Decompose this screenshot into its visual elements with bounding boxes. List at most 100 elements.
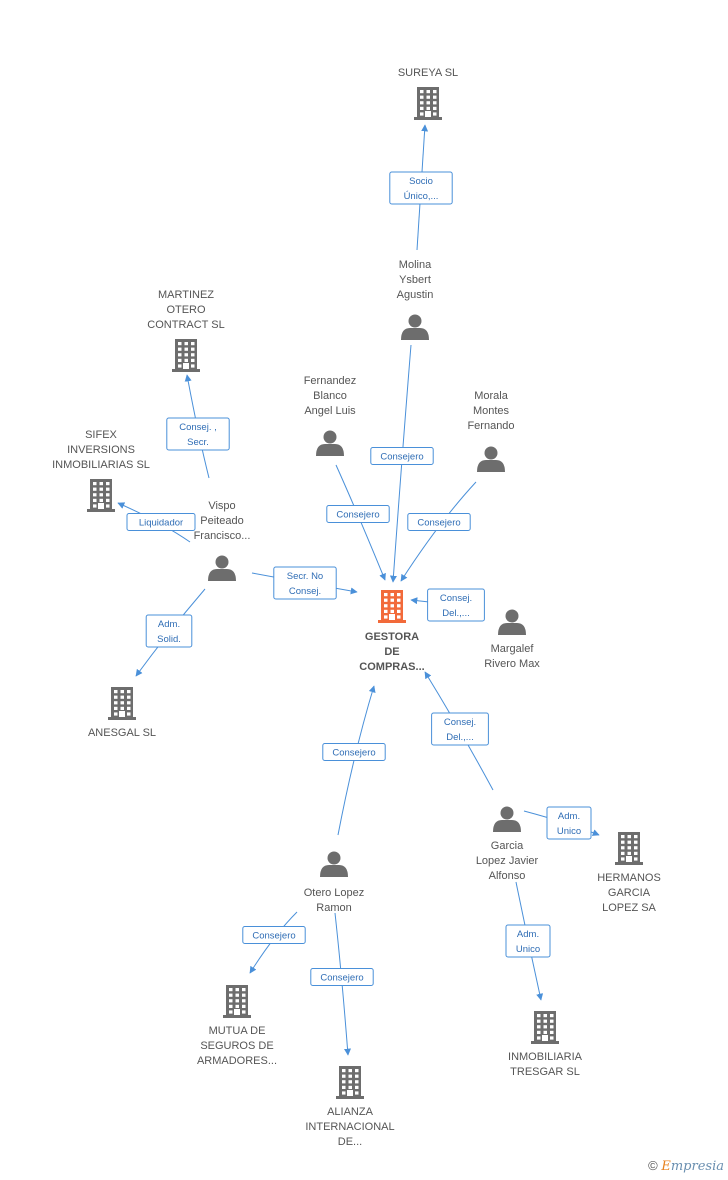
edge-label-text: Consej. xyxy=(289,586,321,597)
node-label: Montes xyxy=(473,405,510,417)
edge-fernandez-to-gestora: Consejero xyxy=(326,464,390,581)
edge-label-box[interactable] xyxy=(166,417,230,451)
building-icon xyxy=(87,479,115,512)
node-label: DE xyxy=(384,646,399,658)
person-icon xyxy=(320,851,348,877)
node-label: Molina xyxy=(399,259,432,271)
node-label: COMPRAS... xyxy=(359,661,424,673)
node-label: Fernandez xyxy=(304,375,357,387)
node-label: Peiteado xyxy=(200,515,243,527)
edge-line xyxy=(400,481,477,582)
node-mutua[interactable]: MUTUA DE SEGUROS DE ARMADORES... xyxy=(197,985,277,1067)
node-label: SEGUROS DE xyxy=(200,1040,273,1052)
brand-name: mpresia xyxy=(670,1159,724,1174)
node-label: HERMANOS xyxy=(597,872,661,884)
building-icon xyxy=(172,339,200,372)
person-icon xyxy=(208,555,236,581)
edge-label-box[interactable] xyxy=(145,614,193,648)
edge-label-box[interactable] xyxy=(427,588,485,622)
edge-label-box[interactable] xyxy=(407,513,471,531)
edge-label-box[interactable] xyxy=(322,743,386,761)
edge-label-text: Socio xyxy=(409,176,433,187)
edge-label-text: Unico xyxy=(557,826,581,837)
node-label: Fernando xyxy=(467,420,514,432)
edge-vispo-to-anesgal: Adm.Solid. xyxy=(135,588,206,677)
node-label: ARMADORES... xyxy=(197,1055,277,1067)
node-anesgal[interactable]: ANESGAL SL xyxy=(88,687,156,739)
edge-label-box[interactable] xyxy=(431,712,489,746)
edge-label-box[interactable] xyxy=(310,968,374,986)
footer-brand: © Empresia xyxy=(648,1158,724,1174)
node-label: Morala xyxy=(474,390,509,402)
edge-garcia-to-hermanos: Adm. Unico xyxy=(523,806,600,840)
node-label: OTERO xyxy=(166,304,206,316)
edge-garcia-to-inmobiliaria: Adm.Unico xyxy=(505,881,551,1001)
node-label: Otero Lopez xyxy=(304,887,365,899)
edge-vispo-to-martinez: Consej. ,Secr. xyxy=(166,374,230,479)
node-label: SIFEX xyxy=(85,429,117,441)
node-label: MUTUA DE xyxy=(209,1025,266,1037)
edge-label-box[interactable] xyxy=(546,806,592,840)
edge-label-text: Consejero xyxy=(252,931,295,942)
edge-label-box[interactable] xyxy=(505,924,551,958)
edge-label-text: Adm. xyxy=(517,929,539,940)
node-label: MARTINEZ xyxy=(158,289,214,301)
edge-label-text: Consejero xyxy=(336,510,379,521)
node-gestora[interactable]: GESTORADECOMPRAS... xyxy=(359,590,425,673)
edge-label-text: Único,... xyxy=(404,191,439,202)
edge-label-text: Consejero xyxy=(380,452,423,463)
node-martinez[interactable]: MARTINEZ OTERO CONTRACT SL xyxy=(147,289,225,372)
edge-label-text: Consejero xyxy=(320,973,363,984)
edge-label-text: Consej. xyxy=(444,717,476,728)
edge-label-box[interactable] xyxy=(273,566,337,600)
edge-label-text: Consej. , xyxy=(179,422,217,433)
edge-otero-to-mutua: Consejero xyxy=(242,911,306,974)
node-sureya[interactable]: SUREYA SL xyxy=(398,67,458,120)
node-label: CONTRACT SL xyxy=(147,319,224,331)
edge-label-box[interactable] xyxy=(126,513,196,531)
person-icon xyxy=(493,806,521,832)
edge-otero-to-alianza: Consejero xyxy=(310,912,374,1056)
node-label: Vispo xyxy=(208,500,235,512)
edge-label-box[interactable] xyxy=(370,447,434,465)
node-label: ALIANZA xyxy=(327,1106,374,1118)
building-icon xyxy=(108,687,136,720)
building-icon xyxy=(378,590,406,623)
edge-label-box[interactable] xyxy=(389,171,453,205)
edge-morala-to-gestora: Consejero xyxy=(400,481,477,582)
node-alianza[interactable]: ALIANZAINTERNACIONALDE... xyxy=(305,1066,395,1148)
node-vispo[interactable]: VispoPeiteadoFrancisco... xyxy=(194,500,251,581)
edge-otero-to-gestora: Consejero xyxy=(322,685,386,836)
node-label: Ramon xyxy=(316,902,351,914)
edge-molina-to-gestora: Consejero xyxy=(370,344,434,583)
edge-label-text: Adm. xyxy=(558,811,580,822)
copyright-symbol: © xyxy=(648,1158,658,1173)
node-label: Ysbert xyxy=(399,274,431,286)
building-icon xyxy=(223,985,251,1018)
node-label: INMOBILIARIA xyxy=(508,1051,583,1063)
node-label: INVERSIONS xyxy=(67,444,135,456)
node-label: DE... xyxy=(338,1136,362,1148)
node-sifex[interactable]: SIFEX INVERSIONS INMOBILIARIAS SL xyxy=(52,429,150,512)
node-label: Francisco... xyxy=(194,530,251,542)
node-label: Lopez Javier xyxy=(476,855,539,867)
node-label: LOPEZ SA xyxy=(602,902,656,914)
edge-label-text: Adm. xyxy=(158,619,180,630)
edge-label-box[interactable] xyxy=(242,926,306,944)
edge-label-text: Consej. xyxy=(440,593,472,604)
building-icon xyxy=(336,1066,364,1099)
building-icon xyxy=(531,1011,559,1044)
node-label: Angel Luis xyxy=(304,405,356,417)
edge-label-box[interactable] xyxy=(326,505,390,523)
node-label: INMOBILIARIAS SL xyxy=(52,459,150,471)
